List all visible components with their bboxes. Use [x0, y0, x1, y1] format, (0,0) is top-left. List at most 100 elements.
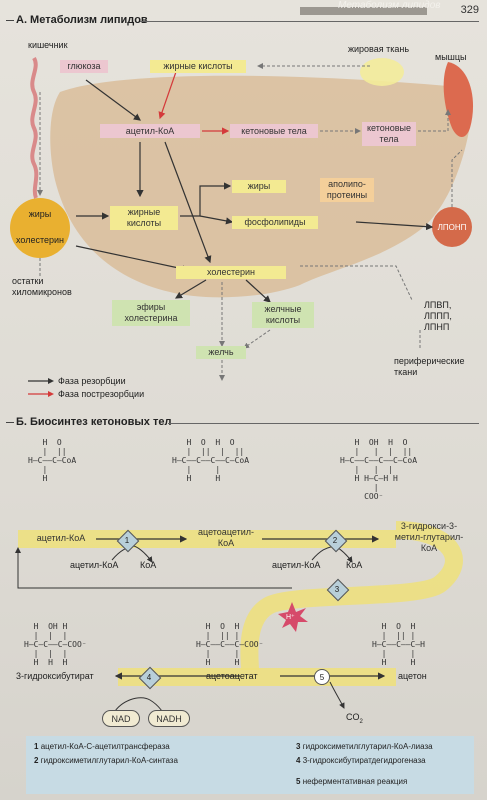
step2-number: 2: [332, 535, 338, 545]
enzyme-3-num: 3: [296, 742, 301, 751]
label-lponp: ЛПОНП: [437, 223, 467, 232]
box-apolipoproteins: аполипо-протеины: [320, 178, 374, 202]
enzyme-4: 4 3-гидроксибутиратдегидрогеназа: [296, 755, 426, 766]
enzyme-4-name: 3-гидроксибутиратдегидрогеназа: [302, 756, 426, 765]
arrow-apo-lponp: [355, 221, 434, 231]
enzyme-1-num: 1: [34, 742, 39, 751]
formula-hydroxybutyrate: H OH H | | | H—C—C——C—COO⁻ | | | H H H: [24, 622, 87, 667]
arrow-chol-bileacids: [245, 279, 271, 303]
formula-acetone: H O H | || | H—C——C——C—H | | H H: [372, 622, 425, 667]
label-fats-left: жиры: [28, 209, 52, 219]
legend-resorption: Фаза резорбции: [28, 376, 126, 386]
label-coa-out2: КоА: [346, 560, 363, 570]
intestine-shape: [30, 56, 39, 199]
label-co2: CO2: [346, 712, 363, 728]
running-title: Метаболизм липидов: [338, 0, 441, 11]
box-fats: жиры: [232, 180, 286, 193]
arrow-fattyacids-phospho: [199, 215, 234, 225]
arrow-hdl-cholesterol: [300, 265, 413, 301]
label-chylo-remnants: остатки хиломикронов: [12, 276, 72, 297]
section-a-title-text: А. Метаболизм липидов: [16, 14, 148, 26]
arrow-fattyacids-acetyl-red: [158, 65, 179, 120]
box-phospholipids: фосфолипиды: [232, 216, 318, 229]
step4-number: 4: [146, 672, 152, 682]
formula-acetoacetate: H O H | || | H—C——C——C—COO⁻ | | H H: [196, 622, 264, 667]
legend-resorption-label: Фаза резорбции: [58, 376, 126, 386]
label-lipoproteins: ЛПВП, ЛППП, ЛПНП: [424, 300, 452, 332]
lponp-circle: [432, 207, 472, 247]
header-bar: [300, 7, 427, 15]
section-b-title-text: Б. Биосинтез кетоновых тел: [16, 416, 172, 428]
box-cholesterol: холестерин: [176, 266, 286, 279]
label-hmg-coa: 3-гидрокси-3-метил-глутарил-КоА: [394, 520, 464, 553]
page-number: 329: [460, 4, 479, 16]
adipose-shape: [360, 58, 404, 86]
label-acetyl-coa-in1: ацетил-КоА: [70, 560, 119, 570]
label-acetyl-coa-in2: ацетил-КоА: [272, 560, 321, 570]
running-header: Метаболизм липидов 329: [0, 0, 487, 18]
box-ketone-bodies-2: кетоновые тела: [362, 122, 416, 146]
enzyme-legend-panel: [26, 736, 474, 794]
box-glucose: глюкоза: [60, 60, 108, 73]
label-adipose: жировая ткань: [348, 44, 410, 54]
label-intestine: кишечник: [28, 40, 68, 50]
enzyme-5-name: неферментативная реакция: [302, 777, 408, 786]
box-bile: желчь: [196, 346, 246, 359]
label-hydroxybutyrate: 3-гидроксибутират: [16, 671, 94, 681]
enzyme-1-name: ацетил-КоА-С-ацетилтрансфераза: [40, 742, 170, 751]
box-acetyl-coa: ацетил-КоА: [100, 124, 200, 138]
label-co2-subscript: 2: [359, 718, 363, 725]
legend-postresorption-label: Фаза пострезорбции: [58, 389, 145, 399]
section-b-rule: [168, 423, 479, 424]
pathway-band-top: [18, 530, 396, 548]
chylomicron-circle: [10, 198, 70, 258]
section-b-title: Б. Биосинтез кетоновых тел: [6, 416, 171, 428]
legend-black-arrow-icon: [28, 378, 54, 384]
label-acetone: ацетон: [398, 671, 427, 681]
label-co2-text: CO: [346, 712, 360, 722]
enzyme-2-num: 2: [34, 756, 39, 765]
formula-acetoacetyl-coa: H O H O | || | || H—C——C——C——C—CoA | | H…: [172, 438, 250, 483]
arrow-chol-cholesterol: [75, 245, 190, 273]
box-fatty-acids-top: жирные кислоты: [150, 60, 246, 73]
label-acetoacetate: ацетоацетат: [206, 671, 258, 681]
label-acetoacetyl-coa: ацетоацетил-КоА: [198, 527, 254, 548]
formula-hmg-coa: H OH H O | | | || H—C——C——C——C—CoA | | |…: [340, 438, 418, 501]
arrow-ketone-muscle: [418, 109, 451, 132]
label-cholesterol-left: холестерин: [16, 235, 64, 245]
arrow-co2: [329, 681, 345, 709]
box-fatty-acids-mid: жирные кислоты: [110, 206, 178, 230]
enzyme-3: 3 гидроксиметилглутарил-КоА-лиаза: [296, 741, 433, 752]
muscle-shape: [443, 62, 474, 137]
box-cholesterol-esters: эфиры холестерина: [112, 300, 190, 326]
pill-nad: NAD: [102, 710, 140, 727]
h-plus-star: [278, 602, 308, 632]
step3-number: 3: [334, 584, 340, 594]
enzyme-2-name: гидроксиметилглутарил-КоА-синтаза: [40, 756, 178, 765]
section-a-title: А. Метаболизм липидов: [6, 14, 148, 26]
legend-red-arrow-icon: [28, 391, 54, 397]
label-acetyl-coa: ацетил-КоА: [36, 532, 86, 543]
pathway-band-curve: [240, 521, 463, 671]
step5-circle: 5: [314, 669, 330, 685]
formula-acetyl-coa: H O | || H—C——C—CoA | H: [28, 438, 77, 483]
step1-number: 1: [124, 535, 130, 545]
box-ketone-bodies-1: кетоновые тела: [230, 124, 318, 138]
label-h-plus: H⁺: [286, 614, 295, 621]
enzyme-2: 2 гидроксиметилглутарил-КоА-синтаза: [34, 755, 178, 766]
label-coa-out1: КоА: [140, 560, 157, 570]
legend-postresorption: Фаза пострезорбции: [28, 389, 144, 399]
enzyme-3-name: гидроксиметилглутарил-КоА-лиаза: [302, 742, 433, 751]
section-a-rule: [140, 21, 479, 22]
arrow-bileacids-bile: [243, 329, 271, 349]
enzyme-5: 5 неферментативная реакция: [296, 776, 407, 787]
label-peripheral: периферические ткани: [394, 356, 465, 377]
arrow-lponp-muscle: [451, 149, 463, 207]
box-bile-acids: желчные кислоты: [252, 302, 314, 328]
arrow-acetyl-cholesterol: [164, 141, 212, 264]
label-muscle: мышцы: [435, 52, 467, 62]
enzyme-4-num: 4: [296, 756, 301, 765]
pill-nadh: NADH: [148, 710, 190, 727]
